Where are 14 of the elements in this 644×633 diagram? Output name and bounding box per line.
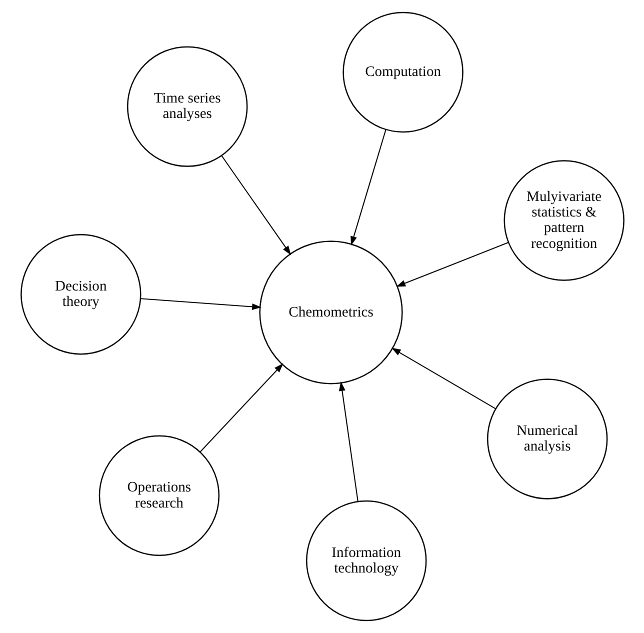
- node-circle: Numerical analysis: [486, 378, 608, 500]
- arrow: [140, 298, 261, 310]
- node-circle: Time series analyses: [126, 46, 248, 167]
- node-circle: Operations research: [98, 435, 220, 556]
- node-circle: Computation: [342, 12, 463, 133]
- node-circle: Decision theory: [20, 234, 141, 355]
- arrow: [350, 129, 386, 246]
- arrow: [199, 363, 283, 452]
- arrow: [338, 382, 358, 502]
- node-circle: Information technology: [306, 500, 426, 622]
- node-circle: Mulyivariate statistics & pattern recognition: [503, 160, 624, 281]
- arrow: [396, 242, 508, 287]
- arrow: [390, 348, 496, 410]
- arrow: [220, 155, 291, 256]
